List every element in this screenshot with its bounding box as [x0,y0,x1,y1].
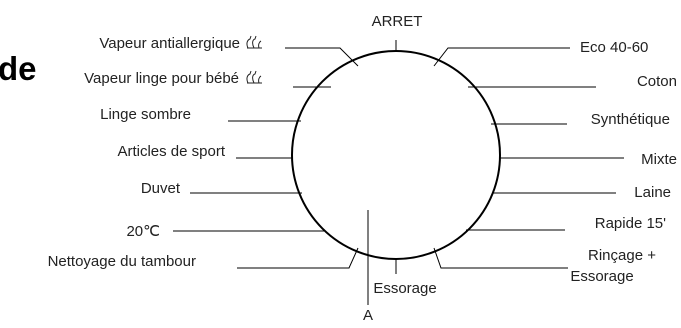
heading-fragment: de [0,50,37,87]
left-program: Articles de sport [117,143,292,160]
left-program-label: 20℃ [126,223,160,240]
right-program-label: Eco 40-60 [580,39,648,56]
left-program-label: Linge sombre [100,106,191,123]
right-program: Laine [492,184,671,201]
right-program-label: Coton [637,73,677,90]
left-program-label: Vapeur antiallergique [99,35,240,52]
label-essorage: Essorage [373,280,436,297]
left-program-label: Nettoyage du tambour [48,253,196,270]
steam-hand-icon [246,35,262,49]
left-program: Vapeur linge pour bébé [84,70,331,88]
right-program-label: Rapide 15' [595,215,666,232]
right-program: Coton [468,73,677,90]
leader-nettoyage-tambour [237,247,359,269]
right-program: Rinçage + Essorage [433,247,656,285]
left-program-label: Duvet [141,180,181,197]
left-program: Vapeur antiallergique [99,35,359,67]
leader-vapeur-antiallergique [285,47,359,67]
left-program: 20℃ [126,223,324,240]
right-program-label: Mixte [641,151,677,168]
right-program: Eco 40-60 [433,39,648,67]
right-program: Mixte [499,151,677,168]
right-program-label-line2: Essorage [570,268,633,285]
leader-eco [433,47,570,67]
left-program-label: Articles de sport [117,143,225,160]
right-program-label: Synthétique [591,111,670,128]
left-program: Duvet [141,180,302,197]
steam-hand-icon [246,70,262,84]
leader-rincage [433,247,568,269]
right-program: Synthétique [491,111,670,128]
right-program: Rapide 15' [466,215,666,232]
right-program-label: Laine [634,184,671,201]
left-program: Nettoyage du tambour [48,247,359,270]
left-program-label: Vapeur linge pour bébé [84,70,239,87]
program-dial [291,50,501,260]
right-program-label: Rinçage + [588,247,656,264]
left-program: Linge sombre [100,106,301,123]
label-arret: ARRET [372,13,423,30]
pointer-label: A [363,307,373,323]
